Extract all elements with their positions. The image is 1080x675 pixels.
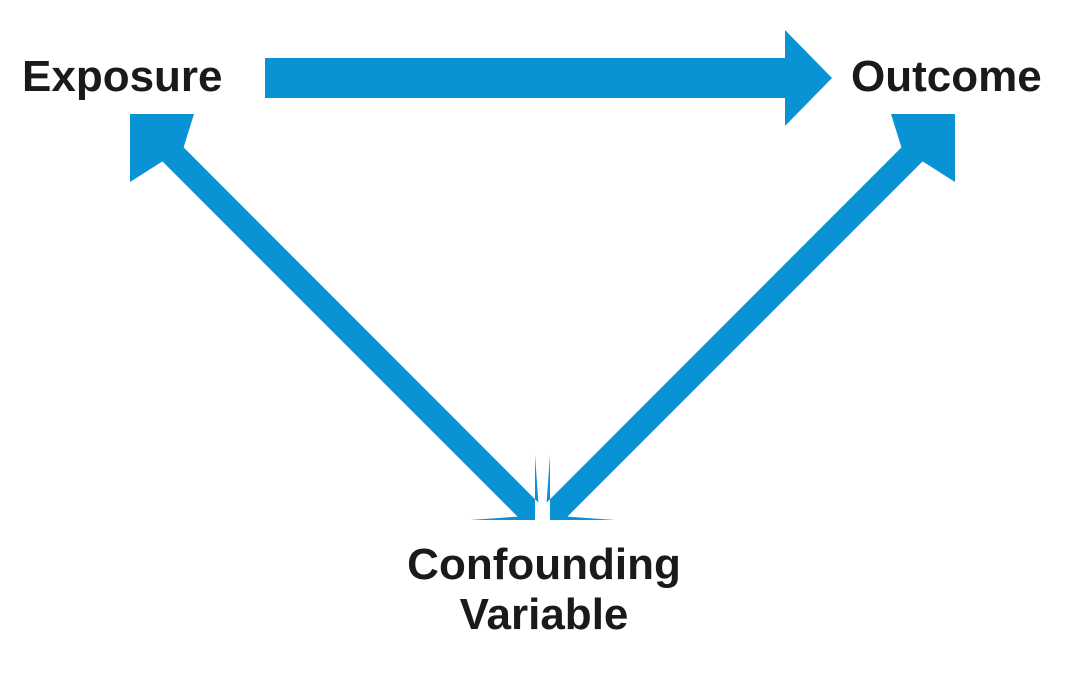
arrow-exposure-to-outcome [265, 30, 832, 126]
arrow-outcome-confounding [546, 114, 955, 520]
outcome-label: Outcome [851, 52, 1042, 101]
confounding-label-line1: Confounding [407, 540, 681, 589]
exposure-label: Exposure [22, 52, 223, 101]
arrow-exposure-confounding [130, 114, 539, 520]
confounding-label-line2: Variable [459, 590, 629, 639]
confounding-variable-label: Confounding Variable [407, 540, 681, 640]
